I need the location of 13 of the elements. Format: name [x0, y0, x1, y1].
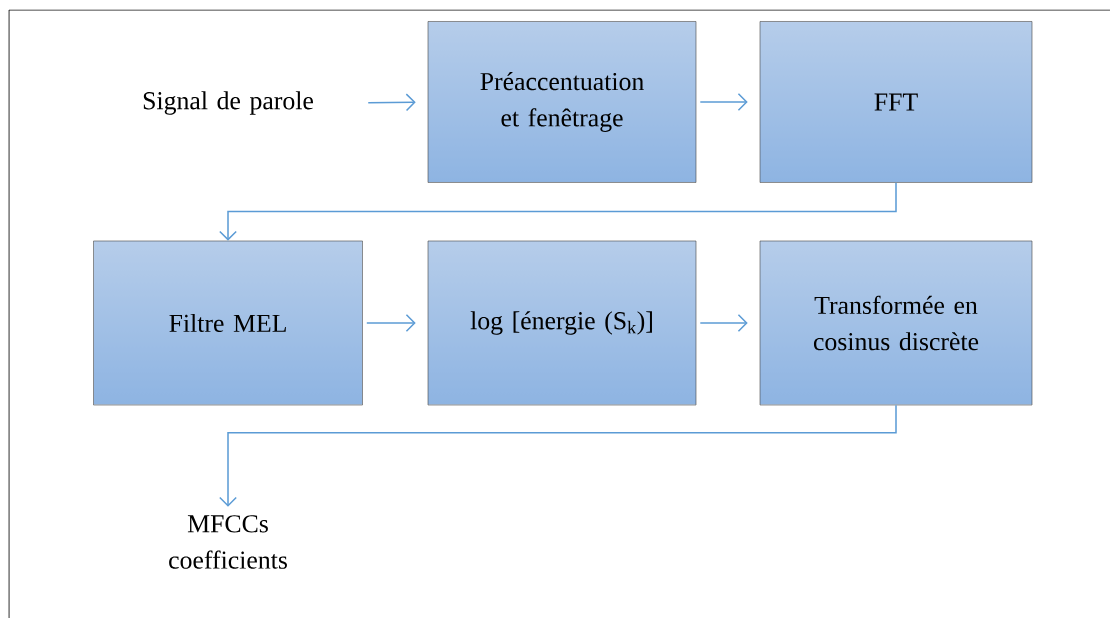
process-box: Préaccentuation et fenêtrage [427, 21, 697, 183]
process-box: FFT [759, 21, 1033, 183]
arrow [219, 404, 897, 507]
process-box: Transformée en cosinus discrète [759, 240, 1033, 406]
arrow [699, 314, 748, 332]
arrow [367, 93, 416, 112]
process-box: log [énergie (S$_{k}$)] [427, 240, 697, 406]
text-label: Signal de parole [143, 91, 313, 115]
process-box: Filtre MEL [93, 240, 363, 406]
arrow [699, 93, 748, 111]
arrow [366, 314, 416, 332]
arrow [219, 182, 897, 241]
text-label: MFCCs coefficients [169, 515, 287, 569]
